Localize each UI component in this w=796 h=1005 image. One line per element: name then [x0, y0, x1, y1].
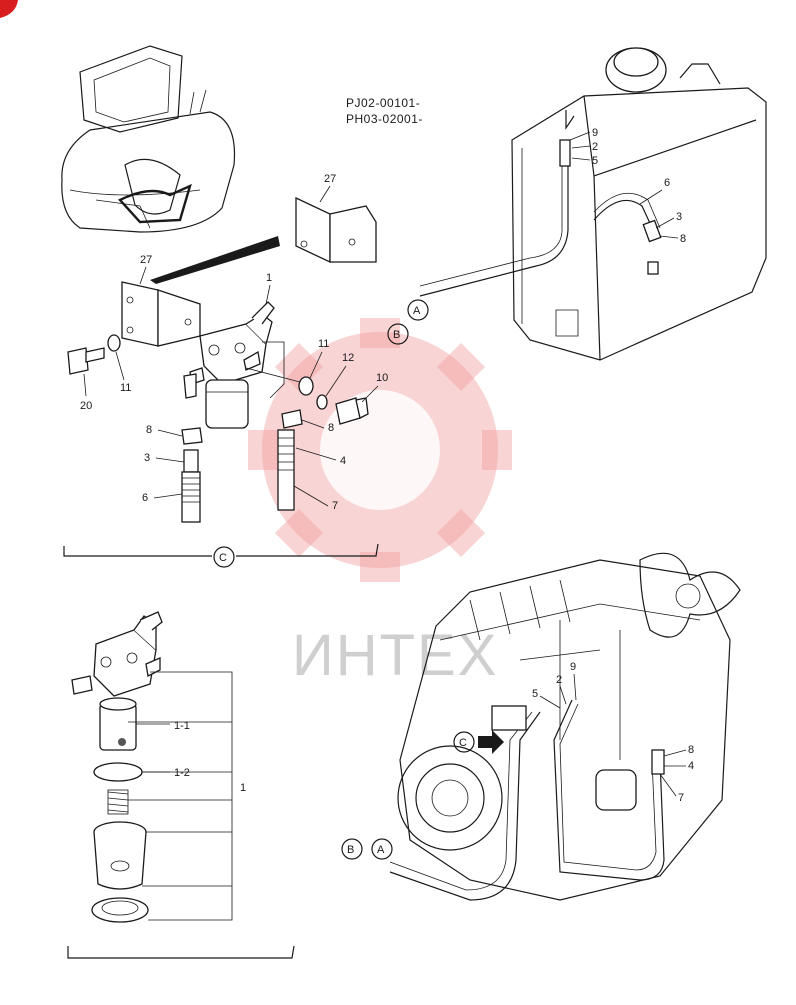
label-4-right: 4: [340, 455, 346, 467]
kit-bracket: [67, 945, 295, 959]
label-1-filter: 1: [266, 272, 272, 284]
callout-a-tank-label: A: [413, 305, 421, 317]
callout-b-engine-label: B: [347, 844, 354, 856]
callout-b-tank: [387, 323, 409, 345]
o-ring-1-2: [93, 762, 143, 782]
label-27-lower: 27: [140, 254, 152, 266]
filter-bowl: [93, 821, 147, 890]
label-engine-7: 7: [678, 792, 684, 804]
label-11-left: 11: [120, 382, 131, 394]
label-20: 20: [80, 400, 92, 412]
label-tank-5: 5: [592, 155, 598, 167]
excavator-thumbnail: [61, 45, 236, 233]
bracket-27-lower: [121, 281, 201, 347]
washer-11-right: [298, 376, 314, 396]
tank-cap-small: [647, 261, 659, 275]
tank-return-hose-6: [593, 199, 655, 233]
label-tank-8: 8: [680, 233, 686, 245]
label-11-right: 11: [318, 338, 329, 350]
fitting-3-8: [642, 219, 662, 243]
label-tank-9: 9: [592, 127, 598, 139]
label-7-right: 7: [332, 500, 338, 512]
label-1-2: 1-2: [174, 767, 190, 779]
callout-a-engine-label: A: [377, 844, 385, 856]
label-3-left: 3: [144, 452, 150, 464]
filter-head: [71, 611, 163, 697]
group-c-label: C: [219, 552, 227, 564]
fitting-9-2-5: [559, 139, 571, 167]
label-engine-9: 9: [570, 661, 576, 673]
hose-6-left: [181, 471, 201, 523]
callout-b-engine: [341, 838, 363, 860]
label-engine-5: 5: [532, 688, 538, 700]
bolt-20: [67, 347, 105, 375]
label-tank-3: 3: [676, 211, 682, 223]
label-tank-2: 2: [592, 141, 598, 153]
tank-feed-hose: [419, 140, 569, 297]
label-10: 10: [376, 372, 388, 384]
label-tank-6: 6: [664, 177, 670, 189]
label-engine-2: 2: [556, 674, 562, 686]
group-c-bracket: [63, 543, 379, 557]
label-27-upper: 27: [324, 173, 336, 185]
label-8-right: 8: [328, 422, 334, 434]
bracket-27-upper: [295, 196, 377, 264]
callout-a-tank: [407, 299, 429, 321]
filter-spring: [107, 789, 129, 815]
detail-pointer: [150, 236, 280, 284]
clip-12: [316, 394, 328, 410]
callout-b-tank-label: B: [393, 329, 400, 341]
filter-ring-nut: [91, 897, 149, 923]
fuel-tank: [511, 47, 767, 361]
label-1-kit: 1: [240, 782, 246, 794]
engine-hose-7: [651, 749, 665, 775]
corner-mark: [0, 0, 18, 18]
label-1-1: 1-1: [174, 720, 190, 732]
group-c-engine-marker: [453, 731, 475, 753]
label-12: 12: [342, 352, 354, 364]
clamp-8-right: [281, 409, 303, 429]
label-6-left: 6: [142, 492, 148, 504]
label-engine-8: 8: [688, 744, 694, 756]
filter-element-1-1: [99, 697, 137, 751]
group-c-engine-label: C: [459, 737, 467, 749]
engine-filter-bracket: [491, 705, 527, 731]
engine-fuel-pipe: [389, 711, 541, 901]
washer-11-left: [107, 334, 121, 352]
watermark-text: ИНТЕХ: [292, 623, 498, 688]
serial-number-1: PJ02-00101-: [346, 96, 420, 110]
banjo-bolt-10: [335, 397, 369, 425]
label-engine-4: 4: [688, 760, 694, 772]
engine-assembly: [397, 552, 741, 901]
serial-number-2: PH03-02001-: [346, 112, 423, 126]
hose-7-right: [277, 429, 295, 511]
label-8-left: 8: [146, 424, 152, 436]
pipe-3-left: [183, 449, 199, 473]
watermark-gear: [248, 318, 512, 582]
group-c-marker: [213, 546, 235, 568]
clamp-8-left: [181, 427, 203, 445]
callout-a-engine: [371, 838, 393, 860]
arrow-to-filter: [478, 730, 504, 754]
